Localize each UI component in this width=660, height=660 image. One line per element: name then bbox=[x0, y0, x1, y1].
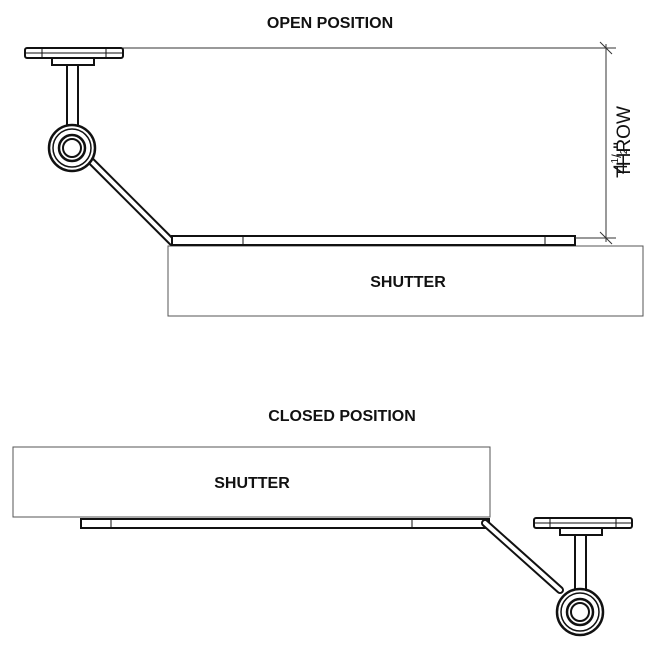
throw-number: 4 bbox=[611, 163, 632, 174]
throw-inch-mark: " bbox=[611, 142, 632, 149]
closed-arm bbox=[481, 519, 564, 594]
open-position-view: OPEN POSITION SHUTTER bbox=[24, 15, 644, 317]
throw-label: 41/2" bbox=[609, 142, 632, 174]
closed-flat-bar bbox=[80, 518, 490, 529]
open-eye-ring bbox=[47, 123, 97, 173]
throw-dimension: 41/2" THROW bbox=[123, 41, 635, 245]
open-shutter-label: SHUTTER bbox=[370, 274, 446, 291]
open-flat-bar bbox=[171, 235, 576, 246]
open-stem bbox=[66, 64, 79, 128]
closed-position-title: CLOSED POSITION bbox=[268, 408, 416, 425]
closed-stem bbox=[574, 534, 587, 598]
open-mounting-plate bbox=[24, 47, 124, 66]
closed-shutter: SHUTTER bbox=[12, 446, 491, 518]
closed-shutter-board bbox=[12, 446, 491, 518]
closed-position-view: CLOSED POSITION SHUTTER bbox=[12, 408, 633, 637]
closed-mounting-plate bbox=[533, 517, 633, 536]
open-arm bbox=[87, 157, 240, 246]
throw-fraction-num: 1 bbox=[610, 157, 621, 163]
closed-eye-ring bbox=[555, 587, 605, 637]
throw-word-text: THROW bbox=[614, 106, 635, 178]
throw-label-text: 41/2" bbox=[609, 142, 632, 174]
open-position-title: OPEN POSITION bbox=[267, 15, 393, 32]
open-shutter-board bbox=[167, 245, 644, 317]
throw-fraction-den: 2 bbox=[619, 148, 630, 154]
open-shutter: SHUTTER bbox=[167, 245, 644, 317]
closed-shutter-label: SHUTTER bbox=[214, 475, 290, 492]
